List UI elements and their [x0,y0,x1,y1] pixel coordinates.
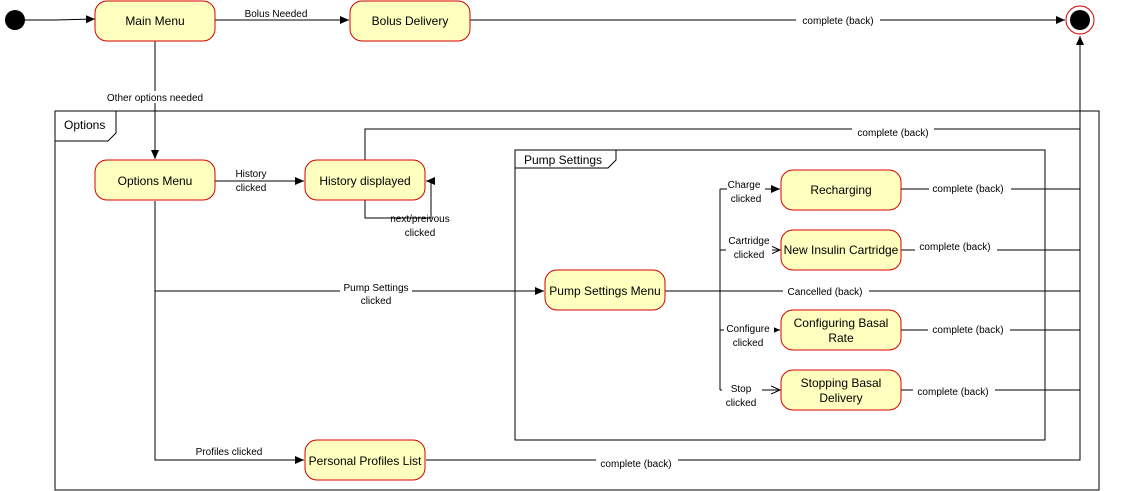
label-charge-clicked-2: clicked [731,194,762,205]
label-cartridge-clicked-1: Cartridge [728,236,770,247]
label-cancelled: Cancelled (back) [787,287,862,298]
state-label: Bolus Delivery [372,14,449,28]
label-profiles-clicked: Profiles clicked [196,447,263,458]
options-frame: Options [54,110,1100,491]
state-personal-profiles-list[interactable]: Personal Profiles List [304,439,426,481]
state-options-menu[interactable]: Options Menu [94,159,216,201]
state-label-line-1: Stopping Basal [801,376,882,390]
state-label-line-1: Configuring Basal [794,316,889,330]
label-next-previous-2: clicked [405,228,436,239]
state-stopping-basal-delivery[interactable]: Stopping Basal Delivery [780,369,902,411]
edge-profiles-clicked [154,291,304,464]
state-label: Main Menu [125,14,184,28]
label-stop-complete: complete (back) [917,387,988,398]
state-label: Recharging [810,183,871,197]
edge-initial-to-main [25,15,96,24]
label-charge-clicked-1: Charge [728,180,761,191]
state-label: History displayed [319,174,410,188]
edge-pump-settings-clicked [154,201,544,295]
label-other-options: Other options needed [107,93,203,104]
label-profiles-complete: complete (back) [600,459,671,470]
state-label: Options Menu [118,174,193,188]
options-frame-label: Options [64,118,105,132]
initial-state [5,10,25,30]
label-recharging-complete: complete (back) [932,184,1003,195]
label-stop-clicked-2: clicked [726,398,757,409]
edge-exit-to-final [364,36,1084,160]
state-label-line-2: Delivery [819,391,862,405]
state-main-menu[interactable]: Main Menu [94,0,216,42]
label-history-clicked-1: History [235,169,266,180]
edge-next-previous [364,177,435,219]
label-cartridge-clicked-2: clicked [734,250,765,261]
state-label: New Insulin Cartridge [784,243,899,257]
label-configure-complete: complete (back) [932,325,1003,336]
label-configure-clicked-1: Configure [726,324,770,335]
label-configure-clicked-2: clicked [733,338,764,349]
state-new-insulin-cartridge[interactable]: New Insulin Cartridge [780,229,902,271]
label-history-complete: complete (back) [857,128,928,139]
label-bolus-needed: Bolus Needed [245,9,308,20]
label-bolus-complete: complete (back) [802,16,873,27]
state-history-displayed[interactable]: History displayed [304,159,426,201]
state-bolus-delivery[interactable]: Bolus Delivery [349,0,471,42]
state-configuring-basal-rate[interactable]: Configuring Basal Rate [780,309,902,351]
label-history-clicked-2: clicked [236,183,267,194]
state-pump-settings-menu[interactable]: Pump Settings Menu [544,269,666,311]
label-pump-settings-clicked-2: clicked [361,296,392,307]
label-pump-settings-clicked-1: Pump Settings [343,283,408,294]
label-cartridge-complete: complete (back) [919,242,990,253]
pump-settings-frame-label: Pump Settings [524,153,602,167]
final-state [1065,5,1095,35]
state-recharging[interactable]: Recharging [780,169,902,211]
label-next-previous-1: next/preivous [390,214,449,225]
state-label: Personal Profiles List [309,454,422,468]
pump-settings-frame: Pump Settings [514,149,1046,441]
label-stop-clicked-1: Stop [731,384,752,395]
state-label: Pump Settings Menu [549,284,660,298]
state-label-line-2: Rate [828,331,854,345]
